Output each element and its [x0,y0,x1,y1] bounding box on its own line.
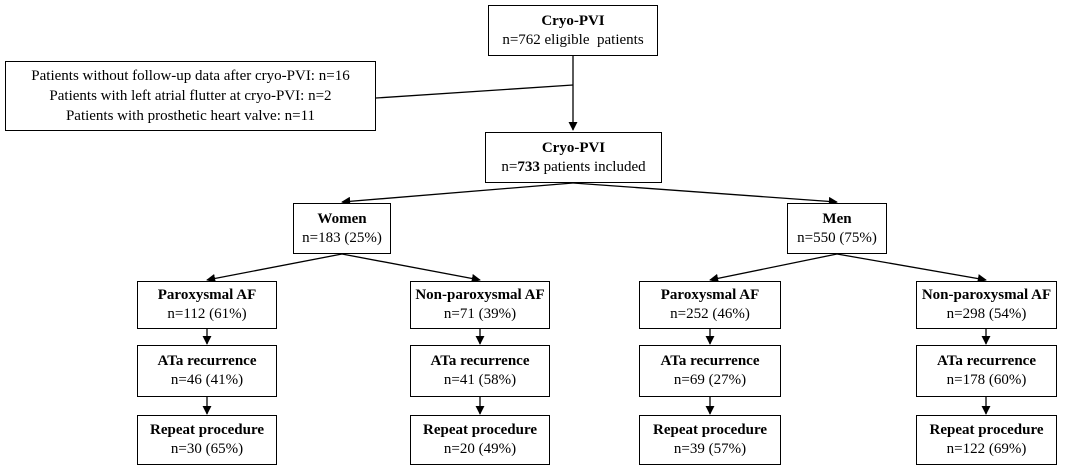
repeat-box: Repeat procedure n=30 (65%) [137,415,277,465]
eligible-count: n=762 eligible patients [502,31,644,48]
exclusion-connector [375,84,574,99]
arrow-women-to-nonparoxysmal [341,253,481,283]
women-count: n=183 (25%) [302,229,382,246]
repeat-count: n=20 (49%) [443,441,517,457]
arrow-included-to-men [572,182,838,206]
repeat-box: Repeat procedure n=39 (57%) [639,415,781,465]
ata-title: ATa recurrence [157,353,257,369]
ata-title: ATa recurrence [430,353,530,369]
included-box: Cryo-PVI n=733 patients included [485,132,662,183]
ata-count: n=41 (58%) [443,372,517,388]
included-suffix: patients included [539,158,646,175]
af-box: Paroxysmal AF n=112 (61%) [137,281,277,329]
af-title: Non-paroxysmal AF [415,287,545,303]
repeat-title: Repeat procedure [149,422,264,438]
arrow-women-to-paroxysmal [206,253,343,283]
af-count: n=112 (61%) [167,306,247,322]
included-number: 733 [517,158,540,175]
af-box: Paroxysmal AF n=252 (46%) [639,281,781,329]
ata-title: ATa recurrence [936,353,1036,369]
af-box: Non-paroxysmal AF n=298 (54%) [916,281,1057,329]
af-title: Non-paroxysmal AF [921,287,1052,303]
ata-box: ATa recurrence n=41 (58%) [410,345,550,397]
ata-count: n=178 (60%) [946,372,1027,388]
af-count: n=298 (54%) [946,306,1027,322]
af-title: Paroxysmal AF [157,287,257,303]
exclusion-line: Patients with left atrial flutter at cry… [49,88,332,104]
eligible-box: Cryo-PVI n=762 eligible patients [488,5,658,56]
repeat-title: Repeat procedure [929,422,1044,438]
repeat-count: n=30 (65%) [170,441,244,457]
repeat-count: n=39 (57%) [673,441,747,457]
exclusion-box: Patients without follow-up data after cr… [5,61,376,131]
af-count: n=71 (39%) [443,306,517,322]
ata-count: n=69 (27%) [673,372,747,388]
repeat-count: n=122 (69%) [946,441,1027,457]
arrow-included-to-women [341,182,574,206]
included-title: Cryo-PVI [541,139,606,156]
ata-box: ATa recurrence n=46 (41%) [137,345,277,397]
repeat-box: Repeat procedure n=20 (49%) [410,415,550,465]
repeat-box: Repeat procedure n=122 (69%) [916,415,1057,465]
ata-box: ATa recurrence n=178 (60%) [916,345,1057,397]
repeat-title: Repeat procedure [652,422,767,438]
eligible-title: Cryo-PVI [541,12,605,29]
repeat-title: Repeat procedure [422,422,537,438]
ata-box: ATa recurrence n=69 (27%) [639,345,781,397]
men-title: Men [822,210,852,227]
ata-title: ATa recurrence [660,353,760,369]
men-count: n=550 (75%) [797,229,877,246]
exclusion-line: Patients without follow-up data after cr… [31,68,350,84]
men-box: Men n=550 (75%) [787,203,887,254]
af-title: Paroxysmal AF [660,287,760,303]
af-count: n=252 (46%) [670,306,750,322]
women-title: Women [317,210,367,227]
af-box: Non-paroxysmal AF n=71 (39%) [410,281,550,329]
included-prefix: n= [501,158,518,175]
arrow-men-to-nonparoxysmal [836,253,987,284]
ata-count: n=46 (41%) [170,372,244,388]
arrow-men-to-paroxysmal [709,253,838,283]
included-count: n=733 patients included [501,158,645,177]
women-box: Women n=183 (25%) [293,203,391,254]
exclusion-line: Patients with prosthetic heart valve: n=… [65,108,316,124]
